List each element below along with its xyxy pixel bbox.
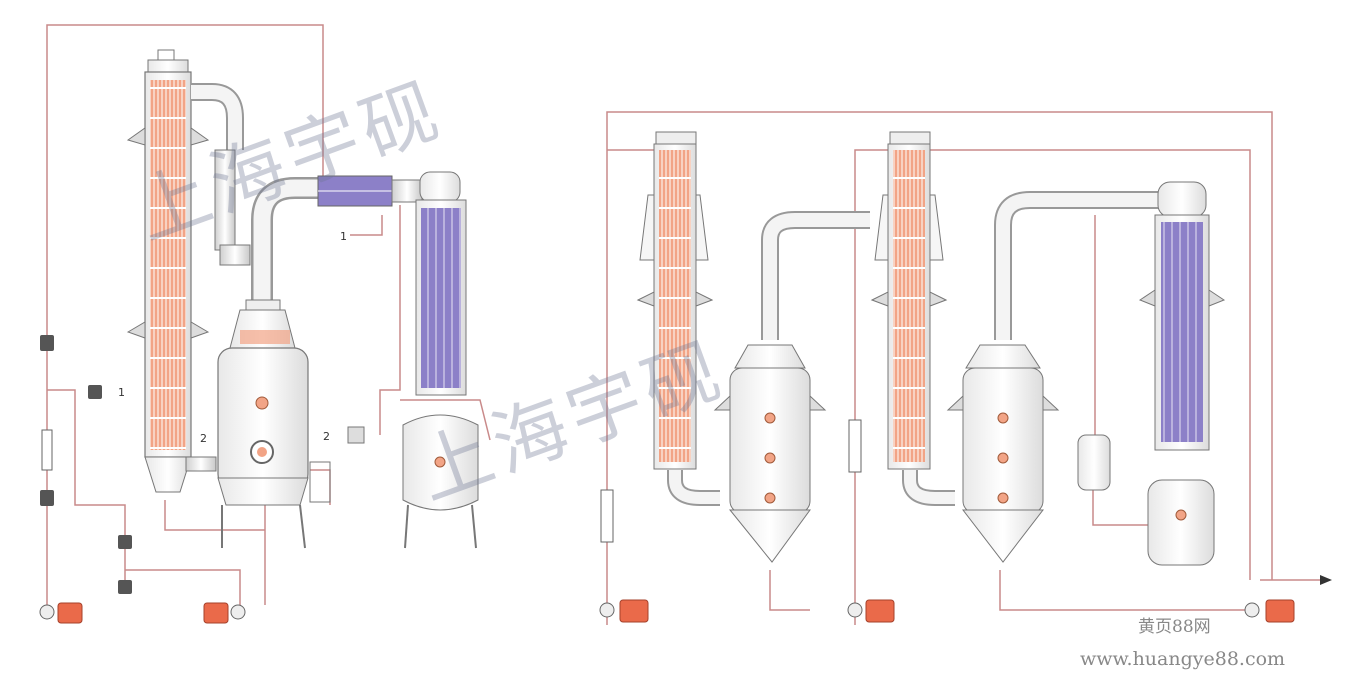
process-lines-right [606,111,1330,625]
flowmeters-right [600,419,862,543]
site-name: 黄页88网 [1138,617,1211,637]
feed-valves-left [40,335,132,594]
falling-film-heater [126,49,217,493]
process-lines-left [46,24,491,605]
outlet-arrow-icon [1320,575,1332,585]
condenser-left [347,171,479,549]
site-url: www.huangye88.com [1080,648,1286,670]
vapor-pipe [251,175,423,305]
pump-left-1 [39,602,83,624]
separator-effect-2 [946,191,1160,563]
port-label-1-top: 1 [340,230,347,243]
pump-right-1 [599,599,649,623]
vapor-return-bend [191,83,251,266]
pump-right-2 [847,599,895,623]
pump-left-2 [203,602,246,624]
port-label-2-heater: 2 [200,432,207,445]
heater-effect-2 [870,131,955,506]
separator-vessel-left [217,299,331,549]
double-effect-evaporator-system [599,111,1332,625]
port-label-1-bottom: 1 [118,386,125,399]
separator-effect-1 [713,211,870,563]
pump-right-3 [1244,599,1295,623]
single-effect-evaporator-system: 1 1 2 2 [39,24,491,624]
heater-effect-1 [636,131,720,506]
port-label-2-steam: 2 [323,430,330,443]
condenser-right [1138,181,1226,566]
